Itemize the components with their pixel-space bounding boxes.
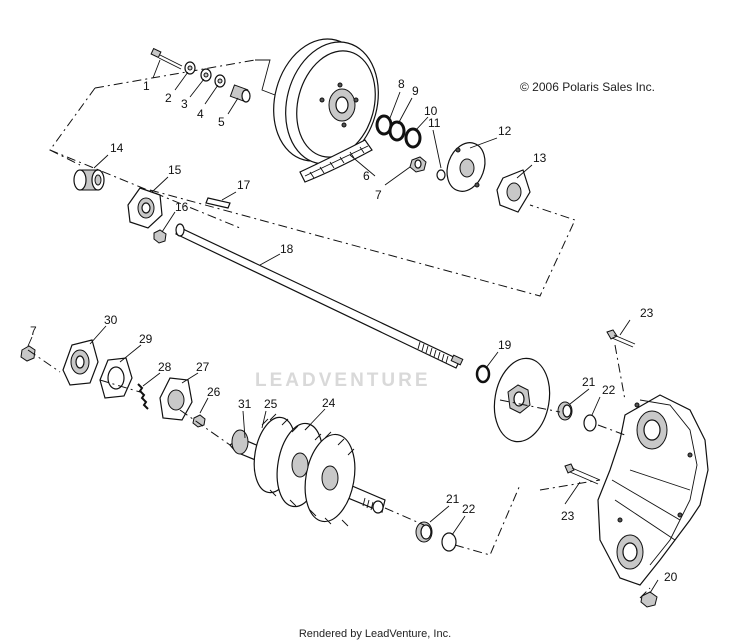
callout: 17: [237, 178, 251, 192]
callout: 14: [110, 141, 124, 155]
callout: 13: [533, 151, 547, 165]
callout-numbers: 1 2 3 4 5 6 7 8 9 10 11 12 13 14 15 16 1…: [30, 77, 678, 584]
callout: 10: [424, 104, 438, 118]
sprocket-6: [273, 38, 379, 183]
gasket-29: [99, 357, 133, 399]
chaincase-housing: [597, 394, 709, 586]
callout: 1: [143, 79, 150, 93]
callout: 8: [398, 77, 405, 91]
callout: 6: [363, 169, 370, 183]
nut-16: [153, 229, 167, 244]
callout: 19: [498, 338, 512, 352]
callout: 4: [197, 107, 204, 121]
ring-9: [388, 120, 406, 142]
leader-lines: [27, 59, 659, 594]
assembly-outline-upper: [49, 59, 576, 297]
callout: 11: [428, 116, 441, 130]
bolt-23-lower: [564, 463, 601, 485]
callout: 30: [104, 313, 118, 327]
bolt-1: [150, 47, 183, 70]
spring-28: [137, 383, 149, 410]
flange-27: [159, 377, 193, 421]
callout: 9: [412, 84, 419, 98]
callout: 25: [264, 397, 278, 411]
watermark: LEADVENTURE: [255, 370, 431, 391]
copyright-text: © 2006 Polaris Sales Inc.: [520, 80, 655, 94]
callout: 21: [446, 492, 460, 506]
callout: 2: [165, 91, 172, 105]
callout: 28: [158, 360, 172, 374]
footer-text: Rendered by LeadVenture, Inc.: [298, 628, 452, 640]
callout: 24: [322, 396, 336, 410]
seal-21-lower: [415, 521, 433, 543]
washer-22-lower: [441, 532, 457, 552]
callout: 21: [582, 375, 596, 389]
nut-7-upper: [409, 156, 427, 173]
callout: 5: [218, 115, 225, 129]
bearing-housing-30: [62, 339, 99, 386]
callout: 29: [139, 332, 153, 346]
callout: 27: [196, 360, 210, 374]
nut-20: [640, 591, 658, 608]
callout: 16: [175, 200, 189, 214]
bearing-14: [73, 169, 105, 191]
seal-21-upper: [557, 401, 573, 421]
callout: 23: [561, 509, 575, 523]
bolt-23-upper: [606, 329, 636, 348]
plate-12: [446, 142, 486, 192]
nut-7-lower: [20, 345, 36, 362]
callout: 12: [498, 124, 512, 138]
callout: 20: [664, 570, 678, 584]
washer-11: [436, 169, 446, 181]
washer-22-upper: [583, 414, 597, 432]
callout: 31: [238, 397, 252, 411]
callout: 15: [168, 163, 182, 177]
callout: 22: [602, 383, 616, 397]
assembly-outline-lower: [27, 344, 651, 599]
brake-disc: [493, 357, 551, 443]
callout: 7: [375, 188, 382, 202]
drive-shaft-assembly: [229, 413, 386, 527]
shaft-18: [175, 223, 464, 369]
callout: 26: [207, 385, 221, 399]
callout: 3: [181, 97, 188, 111]
flange-15: [127, 187, 163, 229]
bushing-5: [229, 84, 251, 103]
callout: 7: [30, 324, 37, 338]
nut-26: [192, 414, 206, 428]
callout: 23: [640, 306, 654, 320]
key-17: [205, 197, 231, 209]
callout: 22: [462, 502, 476, 516]
flange-13: [496, 169, 531, 213]
callout: 18: [280, 242, 294, 256]
ring-10: [404, 127, 422, 149]
ring-19: [475, 364, 491, 384]
